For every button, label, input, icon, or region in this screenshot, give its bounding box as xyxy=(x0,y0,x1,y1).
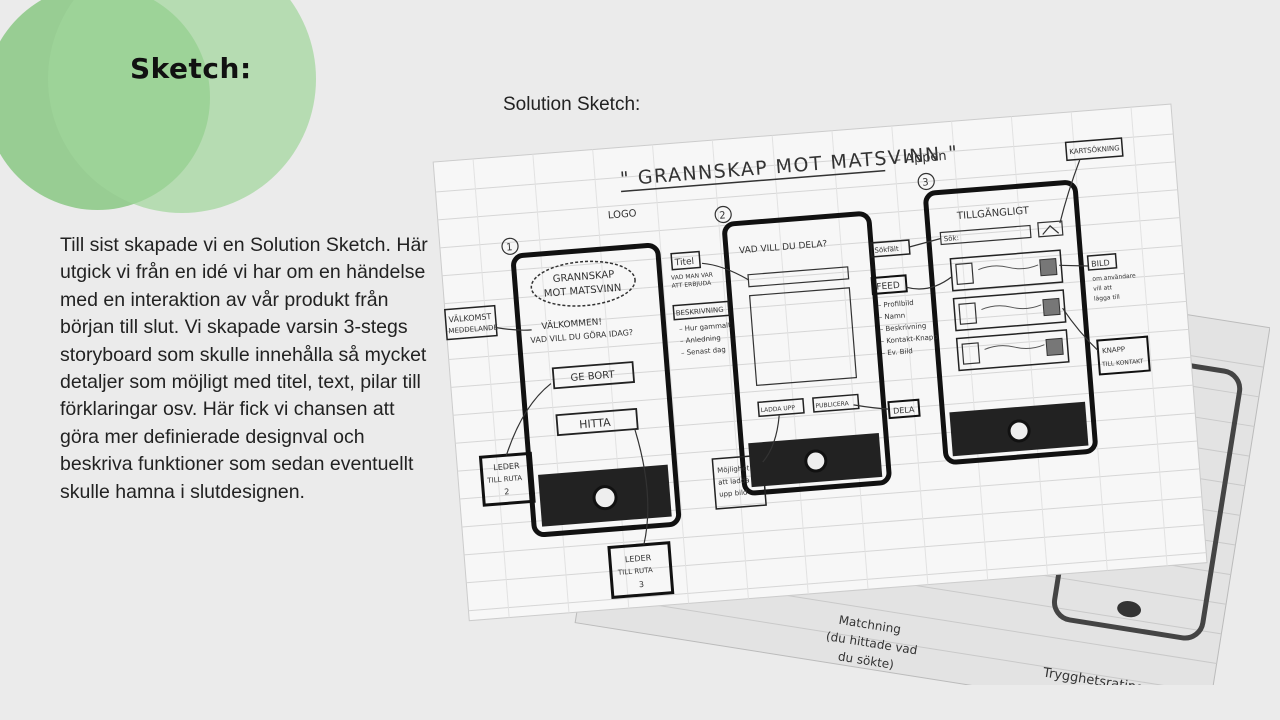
note-photo-2: att ladda xyxy=(718,476,750,486)
feed-item-5: – Ev. Bild xyxy=(881,347,913,357)
sketch-publish-button: PUBLICERA xyxy=(815,400,850,410)
slide-body-text: Till sist skapade vi en Solution Sketch.… xyxy=(60,234,428,503)
note-leads-a-2: TILL RUTA xyxy=(486,474,523,485)
note-image-3: vill att xyxy=(1093,284,1113,293)
phone-screen-2: 2 VAD VILL DU DELA? LADDA UPP PUBLICERA … xyxy=(670,205,921,510)
note-leads-a-1: LEDER xyxy=(493,461,520,472)
desc-item-2: – Anledning xyxy=(680,334,721,345)
screen3-search-label: Sök: xyxy=(944,234,960,243)
note-leads-b-1: LEDER xyxy=(625,553,652,564)
note-contact-button-1: KNAPP xyxy=(1102,345,1126,355)
back-phone-button xyxy=(1117,600,1142,618)
logo-line-1: GRANNSKAP xyxy=(552,269,614,285)
step-number-1: 1 xyxy=(506,242,513,253)
phone-screen-3: 3 TILLGÄNGLIGT Sök: Sökfält KARTSÖKNING xyxy=(870,137,1151,465)
step-number-2: 2 xyxy=(719,210,726,221)
note-leads-b-2: TILL RUTA xyxy=(617,566,654,577)
feed-item-1: – Profilbild xyxy=(878,299,914,310)
note-image-2: om användare xyxy=(1092,272,1136,282)
note-image-1: BILD xyxy=(1091,258,1110,268)
welcome-text: VÄLKOMMEN! xyxy=(541,316,602,332)
step-number-3: 3 xyxy=(922,177,929,188)
slide-title: Sketch: xyxy=(130,52,252,85)
note-contact-button-2: TILL KONTAKT xyxy=(1101,358,1144,368)
note-title: Titel xyxy=(673,257,694,269)
sketch-give-away-button: GE BORT xyxy=(570,369,616,383)
note-title-sub-2: ATT ERBJUDA xyxy=(671,280,712,290)
note-welcome-2: MEDDELANDE xyxy=(448,324,498,336)
solution-sketch-photo: Matchning (du hittade vad du sökte) Tryg… xyxy=(432,103,1270,685)
note-description: BESKRIVNING xyxy=(676,306,724,318)
note-share: DELA xyxy=(893,405,915,416)
front-sketch-sheet: " GRANNSKAP MOT MATSVINN " – Appen 1 LOG… xyxy=(432,103,1208,622)
note-title-sub-1: VAD MAN VAR xyxy=(671,272,713,282)
feed-item-2: – Namn xyxy=(878,312,905,322)
decor-circle-right xyxy=(48,0,316,213)
sketch-heading-suffix: – Appen xyxy=(894,149,947,168)
note-photo-1: Möjlighet xyxy=(717,464,750,475)
note-leads-a-3: 2 xyxy=(504,487,510,496)
note-feed: FEED xyxy=(876,281,900,293)
desc-item-3: – Senast dag xyxy=(681,346,726,358)
note-photo-3: upp bild xyxy=(719,488,748,498)
feed-item-3: – Beskrivning xyxy=(879,322,926,334)
note-logo: LOGO xyxy=(608,208,638,221)
sketch-find-button: HITTA xyxy=(579,416,612,431)
sketch-caption: Solution Sketch: xyxy=(503,94,641,115)
note-map-search: KARTSÖKNING xyxy=(1069,143,1120,156)
note-welcome-1: VÄLKOMST xyxy=(448,311,492,324)
note-leads-b-3: 3 xyxy=(639,580,645,589)
note-image-4: lägga till xyxy=(1094,294,1121,303)
sketch-upload-button: LADDA UPP xyxy=(760,404,795,414)
note-search-field: Sökfält xyxy=(874,245,899,255)
